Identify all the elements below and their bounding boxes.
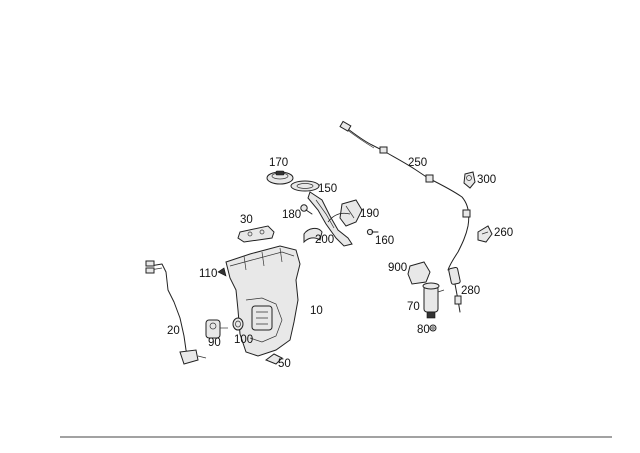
label-110: 110 [199,268,217,280]
part-170-cap[interactable] [266,170,294,185]
part-300-clip[interactable] [463,171,476,189]
label-10: 10 [310,305,323,317]
label-190: 190 [360,208,379,220]
label-70: 70 [407,301,420,313]
part-160-screw[interactable] [366,228,379,236]
label-200: 200 [315,234,334,246]
part-100-grommet[interactable] [232,317,244,331]
part-80-seal[interactable] [429,324,437,332]
label-20: 20 [167,325,180,337]
label-160: 160 [375,235,394,247]
part-900-cover[interactable] [407,261,431,285]
label-30: 30 [240,214,253,226]
part-260-holder[interactable] [477,225,493,243]
label-300: 300 [477,174,496,186]
part-190-bracket[interactable] [327,199,363,227]
label-170: 170 [269,157,288,169]
label-90: 90 [208,337,221,349]
part-10-reservoir[interactable] [225,245,301,357]
part-110-clip[interactable] [217,267,227,277]
label-50: 50 [278,358,291,370]
part-180-bolt[interactable] [300,204,313,215]
label-150: 150 [318,183,337,195]
part-90-pump[interactable] [205,319,228,339]
part-20-hose[interactable] [145,260,207,365]
part-150-filler-neck[interactable] [290,180,353,247]
label-80: 80 [417,324,430,336]
label-250: 250 [408,157,427,169]
part-70-washer-pump[interactable] [422,282,445,319]
label-100: 100 [234,334,253,346]
label-900: 900 [388,262,407,274]
part-30-cover[interactable] [237,225,275,243]
part-250-washer-hose[interactable] [339,120,471,271]
part-200-seal[interactable] [303,227,323,244]
part-280-connector[interactable] [448,267,462,313]
label-280: 280 [461,285,480,297]
label-180: 180 [282,209,301,221]
label-260: 260 [494,227,513,239]
part-50-cap[interactable] [264,353,283,365]
